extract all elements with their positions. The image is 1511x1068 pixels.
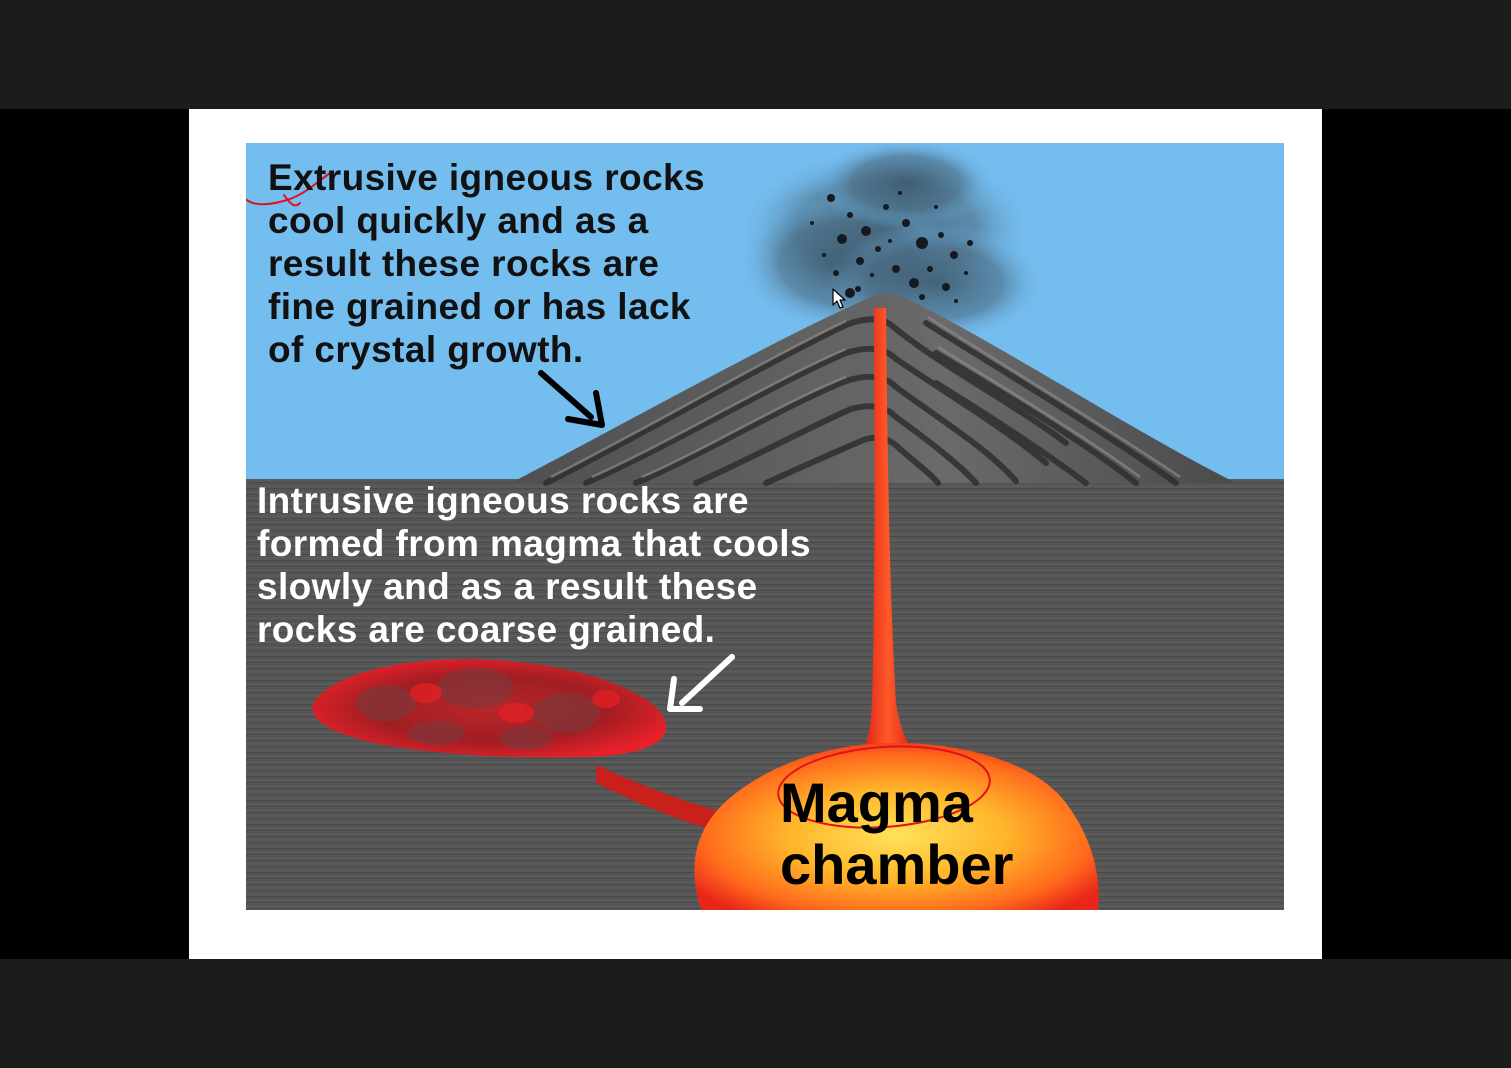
volcano-cone xyxy=(511,293,1236,486)
volcano-diagram xyxy=(246,143,1284,910)
intrusive-line-2: formed from magma that cools xyxy=(257,523,811,564)
mouse-pointer-icon xyxy=(832,288,846,309)
extrusive-line-2: cool quickly and as a xyxy=(268,200,649,241)
extrusive-caption: Extrusive igneous rocks cool quickly and… xyxy=(268,156,768,371)
magma-label-line-1: Magma xyxy=(780,771,973,834)
letterbox-left xyxy=(0,109,189,959)
intrusive-line-4: rocks are coarse grained. xyxy=(257,609,716,650)
extrusive-line-1: Extrusive igneous rocks xyxy=(268,157,705,198)
annotation-magma-circle xyxy=(777,745,991,829)
extrusive-line-4: fine grained or has lack xyxy=(268,286,691,327)
annotation-check-mark xyxy=(246,172,331,206)
letterbox-right xyxy=(1322,109,1511,959)
magma-label-line-2: chamber xyxy=(780,833,1014,896)
extrusive-line-5: of crystal growth. xyxy=(268,329,584,370)
extrusive-arrow xyxy=(538,370,605,428)
magma-chamber-label: Magma chamber xyxy=(780,772,1080,896)
intrusive-caption: Intrusive igneous rocks are formed from … xyxy=(257,479,897,651)
intrusive-line-3: slowly and as a result these xyxy=(257,566,758,607)
volcano-illustration xyxy=(246,143,1284,910)
intrusion-sill xyxy=(312,659,726,833)
magma-vent xyxy=(862,308,914,753)
extrusive-line-3: result these rocks are xyxy=(268,243,660,284)
ash-particles xyxy=(810,191,973,303)
intrusive-arrow xyxy=(667,654,735,712)
intrusive-line-1: Intrusive igneous rocks are xyxy=(257,480,749,521)
